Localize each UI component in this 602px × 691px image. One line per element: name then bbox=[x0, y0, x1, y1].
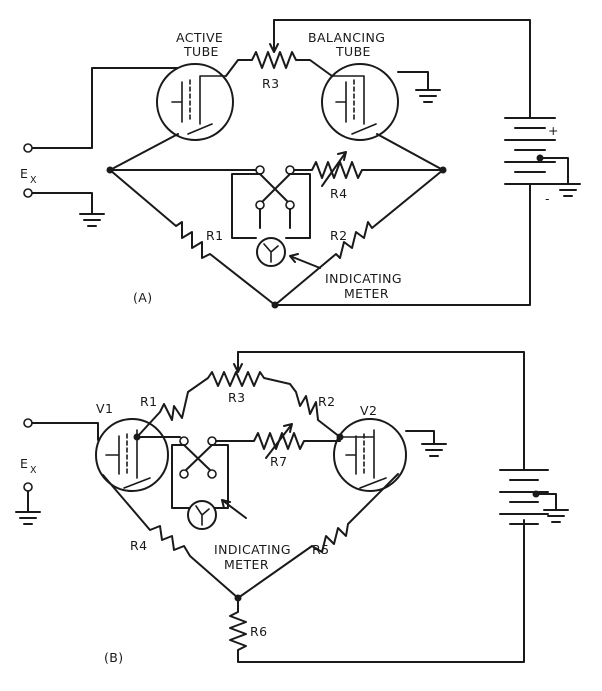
v2-label: V2 bbox=[360, 403, 377, 418]
reversing-switch-a bbox=[231, 173, 311, 239]
r4-variable-resistor bbox=[109, 151, 444, 187]
input-label-b: E bbox=[20, 456, 28, 471]
diagram-a: ACTIVE TUBE BALANCING TUBE R3 R4 R1 R2 E… bbox=[20, 19, 581, 309]
r1-r2-r3-network bbox=[136, 351, 525, 471]
balancing-tube-label-2: TUBE bbox=[335, 44, 371, 59]
r2-resistor bbox=[274, 169, 444, 306]
battery-b bbox=[499, 469, 569, 525]
input-label-a: E bbox=[20, 166, 28, 181]
battery-plus-label: + bbox=[548, 123, 559, 138]
caption-b: (B) bbox=[104, 650, 124, 665]
r4-label-b: R4 bbox=[130, 538, 147, 553]
meter-label-a-2: METER bbox=[344, 286, 389, 301]
r6-label-b: R6 bbox=[250, 624, 267, 639]
active-cathode-wire bbox=[109, 133, 179, 171]
r6-resistor bbox=[229, 519, 525, 663]
caption-a: (A) bbox=[133, 290, 153, 305]
balancing-tube-label-1: BALANCING bbox=[308, 30, 385, 45]
battery-minus-label: - bbox=[545, 191, 550, 206]
meter-label-a-1: INDICATING bbox=[325, 271, 402, 286]
battery-a bbox=[274, 117, 581, 306]
input-subscript-a: X bbox=[30, 175, 37, 186]
indicating-meter-b bbox=[187, 499, 247, 530]
input-subscript-b: X bbox=[30, 465, 37, 476]
meter-label-b-2: METER bbox=[224, 557, 269, 572]
r3-label-a: R3 bbox=[262, 76, 279, 91]
input-b bbox=[15, 418, 99, 525]
diagram-b: V1 V2 R1 R2 R3 R7 R4 R5 R6 E X INDICATIN… bbox=[15, 351, 569, 665]
active-tube-label-2: TUBE bbox=[183, 44, 219, 59]
r7-label-b: R7 bbox=[270, 454, 287, 469]
r3-label-b: R3 bbox=[228, 390, 245, 405]
balancing-tube bbox=[321, 63, 441, 141]
indicating-meter-a bbox=[256, 237, 321, 269]
r4-resistor-b bbox=[102, 474, 239, 599]
reversing-switch-b bbox=[171, 444, 229, 509]
r2-label-a: R2 bbox=[330, 228, 347, 243]
r5-label-b: R5 bbox=[312, 542, 329, 557]
r1-resistor bbox=[109, 169, 276, 306]
v1-label: V1 bbox=[96, 401, 113, 416]
r1-label-a: R1 bbox=[206, 228, 223, 243]
balancing-cathode-wire bbox=[376, 133, 444, 171]
r1-label-b: R1 bbox=[140, 394, 157, 409]
r2-label-b: R2 bbox=[318, 394, 335, 409]
r3-potentiometer bbox=[225, 19, 531, 119]
v2-tube bbox=[333, 418, 447, 492]
active-tube-label-1: ACTIVE bbox=[176, 30, 223, 45]
input-a bbox=[23, 67, 179, 227]
r4-label-a: R4 bbox=[330, 186, 347, 201]
r5-resistor-b bbox=[237, 473, 399, 599]
r7-variable-resistor bbox=[136, 423, 341, 459]
meter-label-b-1: INDICATING bbox=[214, 542, 291, 557]
active-tube bbox=[109, 63, 234, 171]
